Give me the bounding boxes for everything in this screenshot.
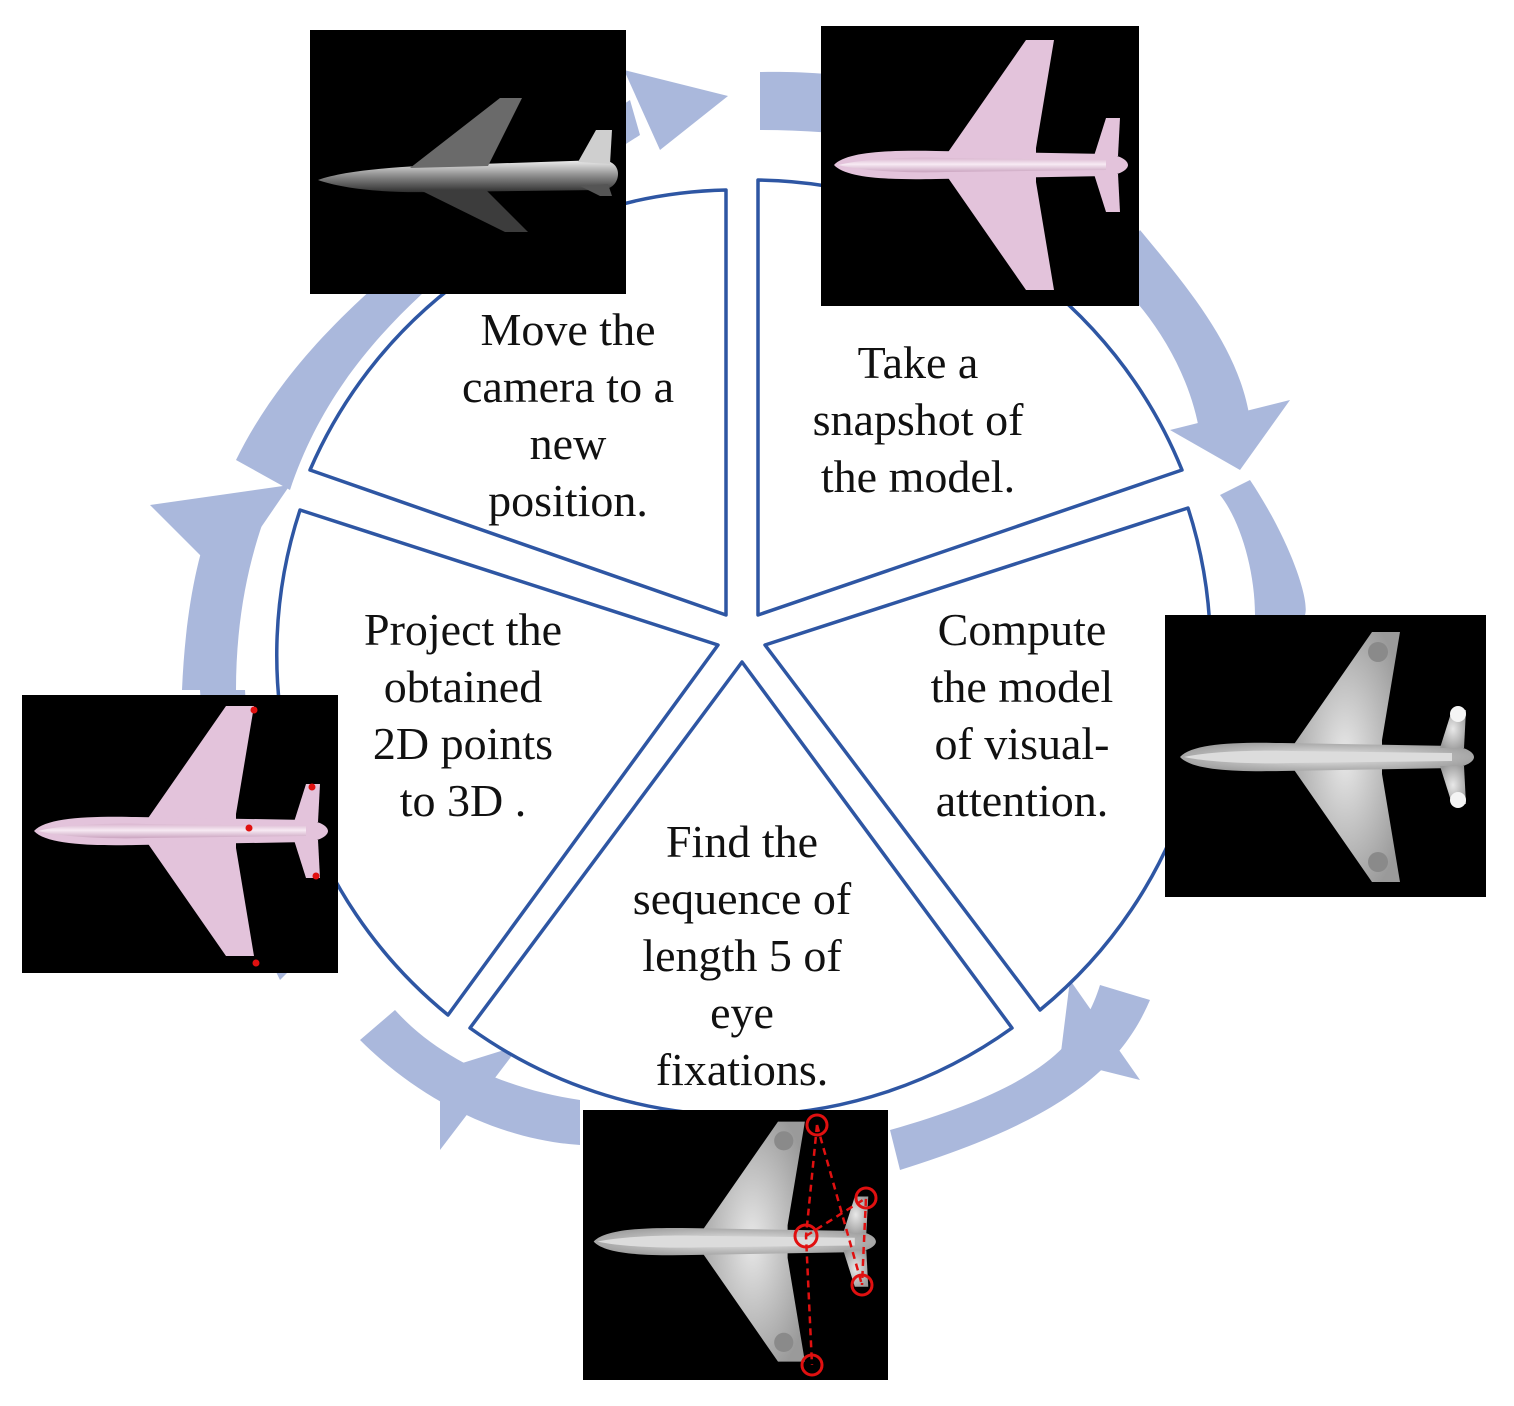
step-attention-line-3: of visual-: [934, 718, 1109, 769]
step-attention-line-1: Compute: [938, 604, 1107, 655]
step-project-line-1: Project the: [364, 604, 562, 655]
step-text-snapshot: Take a snapshot of the model.: [813, 337, 1025, 502]
step-move-line-2: camera to a: [462, 361, 674, 412]
step-snapshot-line-1: Take a: [858, 337, 979, 388]
fixation-marker: [850, 1273, 874, 1297]
step-project-line-4: to 3D .: [400, 775, 527, 826]
arrow-head-left: [150, 485, 290, 580]
step-project-line-2: obtained: [384, 661, 542, 712]
arrow-right-upper: [1110, 230, 1250, 435]
step-attention-line-2: the model: [931, 661, 1114, 712]
fixation-marker: [805, 1113, 829, 1137]
projected-point: [250, 706, 258, 714]
saliency-airplane-icon: [1180, 632, 1474, 882]
fixations-airplane-icon: [593, 1121, 876, 1362]
projected-points: [245, 706, 320, 967]
step-project-line-3: 2D points: [373, 718, 553, 769]
pink-airplane-points-icon: [34, 706, 328, 956]
fixation-marker: [854, 1186, 878, 1210]
fixation-marker: [793, 1223, 819, 1249]
arrow-right-lower: [1220, 480, 1306, 615]
step-fixations-line-1: Find the: [666, 816, 818, 867]
panel-gray-perspective-airplane: [310, 30, 626, 294]
cycle-segments: [275, 178, 1213, 1118]
fixation-path: [804, 1124, 868, 1366]
step-text-move: Move the camera to a new position.: [462, 304, 674, 526]
arrow-head-top: [624, 70, 728, 150]
fixation-marker: [800, 1353, 824, 1377]
step-text-attention: Compute the model of visual- attention.: [931, 604, 1114, 826]
step-fixations-line-5: fixations.: [656, 1044, 828, 1095]
step-move-line-4: position.: [488, 475, 648, 526]
arrow-head-right-upper: [1170, 400, 1290, 470]
projected-point: [245, 824, 253, 832]
step-move-line-1: Move the: [480, 304, 655, 355]
panel-saliency-map-airplane: [1165, 615, 1486, 897]
step-move-line-3: new: [530, 418, 607, 469]
panel-pink-airplane-with-3d-points: [22, 695, 338, 973]
step-text-fixations: Find the sequence of length 5 of eye fix…: [633, 816, 852, 1095]
step-fixations-line-2: sequence of: [633, 873, 852, 924]
step-text-project: Project the obtained 2D points to 3D .: [364, 604, 562, 826]
projected-point: [308, 783, 316, 791]
projected-point: [312, 872, 320, 880]
step-snapshot-line-2: snapshot of: [813, 394, 1025, 445]
fixation-markers: [793, 1113, 878, 1377]
gray-airplane-icon: [318, 98, 618, 232]
pink-airplane-icon: [834, 40, 1128, 290]
arrow-head-bottom-right: [1060, 980, 1140, 1080]
step-fixations-line-4: eye: [710, 987, 774, 1038]
step-fixations-line-3: length 5 of: [642, 930, 842, 981]
arrow-head-bottom-left: [440, 1045, 520, 1150]
projected-point: [252, 959, 260, 967]
step-snapshot-line-3: the model.: [821, 451, 1015, 502]
panel-pink-top-view-airplane: [821, 26, 1139, 306]
step-attention-line-4: attention.: [936, 775, 1108, 826]
panel-saliency-with-fixations-airplane: [583, 1110, 888, 1380]
